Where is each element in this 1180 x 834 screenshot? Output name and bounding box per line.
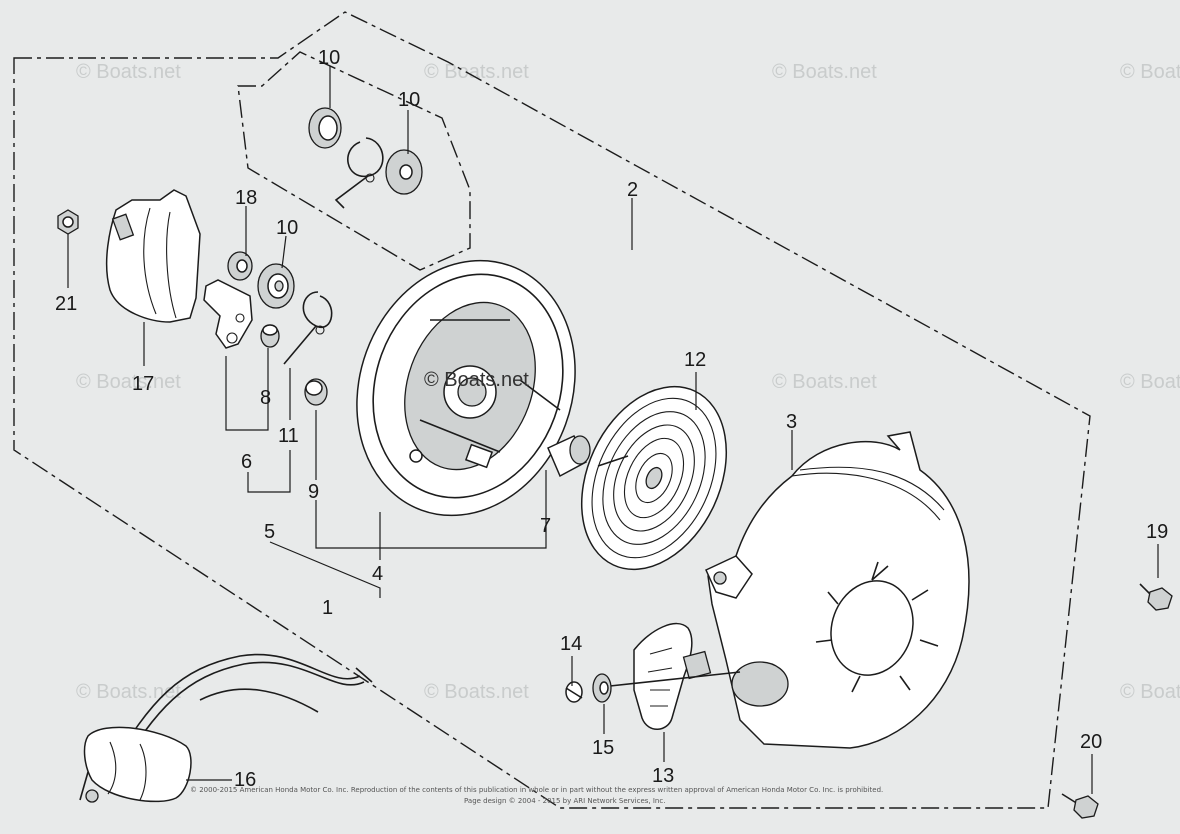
pin-part-8	[260, 324, 280, 348]
housing-part-3	[705, 431, 970, 749]
copyright-line-2: Page design © 2004 - 2015 by ARI Network…	[464, 797, 665, 805]
callout-17: 16	[234, 769, 256, 791]
housing-window	[815, 561, 939, 693]
assembly-boundary	[13, 11, 1091, 809]
callout-labels: 10 10 2 18 10 21 17 8 11 6 9 5 7 4 1 12 …	[55, 47, 1168, 791]
knot-part-15	[565, 681, 583, 703]
subgroup-boundary	[237, 51, 471, 271]
watermark: © Boats.net	[1120, 61, 1180, 83]
watermark: © Boats.net	[1120, 681, 1180, 703]
watermark: © Boats.net	[76, 61, 181, 83]
callout-10a: 10	[318, 47, 340, 69]
callout-16: 15	[592, 737, 614, 759]
watermark-layer: © Boats.net © Boats.net © Boats.net © Bo…	[76, 61, 1180, 703]
callout-18: 17	[132, 373, 154, 395]
collar-part-7	[547, 435, 591, 478]
callout-1: 1	[322, 597, 333, 619]
watermark: © Boats.net	[772, 371, 877, 393]
callout-14: 13	[652, 765, 674, 787]
spring-part-12	[283, 291, 333, 365]
callout-15: 14	[560, 633, 582, 655]
callout-21: 21	[55, 293, 77, 315]
cover-part-18	[105, 189, 201, 323]
leader-lines	[67, 66, 1159, 794]
washer-part-16	[592, 673, 612, 703]
watermark: © Boats.net	[76, 681, 181, 703]
callout-6: 6	[241, 451, 252, 473]
nut-part-21	[57, 209, 79, 235]
handle-part-14	[633, 622, 712, 730]
clip-spring	[334, 137, 384, 209]
callout-19: 18	[235, 187, 257, 209]
bearing-part-11	[257, 263, 295, 309]
bolt-part-20a	[1139, 583, 1173, 611]
watermark: © Boats.net	[76, 371, 181, 393]
callout-3: 3	[786, 411, 797, 433]
callout-13: 12	[684, 349, 706, 371]
callout-8: 8	[260, 387, 271, 409]
callout-11: 10	[276, 217, 298, 239]
callout-2: 2	[627, 179, 638, 201]
collar-part-19	[227, 251, 253, 281]
callout-7: 7	[540, 515, 551, 537]
watermark-center: © Boats.net	[424, 369, 529, 391]
washer-part-10b	[385, 149, 423, 195]
reel-part-4	[356, 259, 576, 517]
watermark: © Boats.net	[772, 61, 877, 83]
watermark: © Boats.net	[424, 681, 529, 703]
watermark: © Boats.net	[424, 61, 529, 83]
callout-9: 9	[308, 481, 319, 503]
callout-12: 11	[278, 425, 299, 447]
callout-10b: 10	[398, 89, 420, 111]
spring-part-13	[580, 385, 728, 571]
callout-20a: 19	[1146, 521, 1168, 543]
watermark: © Boats.net	[1120, 371, 1180, 393]
pawl-plate	[203, 279, 253, 349]
bushing-part-9	[304, 378, 328, 406]
rope-part-17	[79, 653, 373, 803]
callout-4: 4	[372, 563, 383, 585]
bolt-part-20b	[1061, 793, 1099, 819]
copyright-line-1: © 2000-2015 American Honda Motor Co. Inc…	[190, 786, 883, 794]
starter-rope-short	[609, 671, 741, 687]
washer-part-10a	[308, 107, 342, 149]
callout-5: 5	[264, 521, 275, 543]
callout-20b: 20	[1080, 731, 1102, 753]
